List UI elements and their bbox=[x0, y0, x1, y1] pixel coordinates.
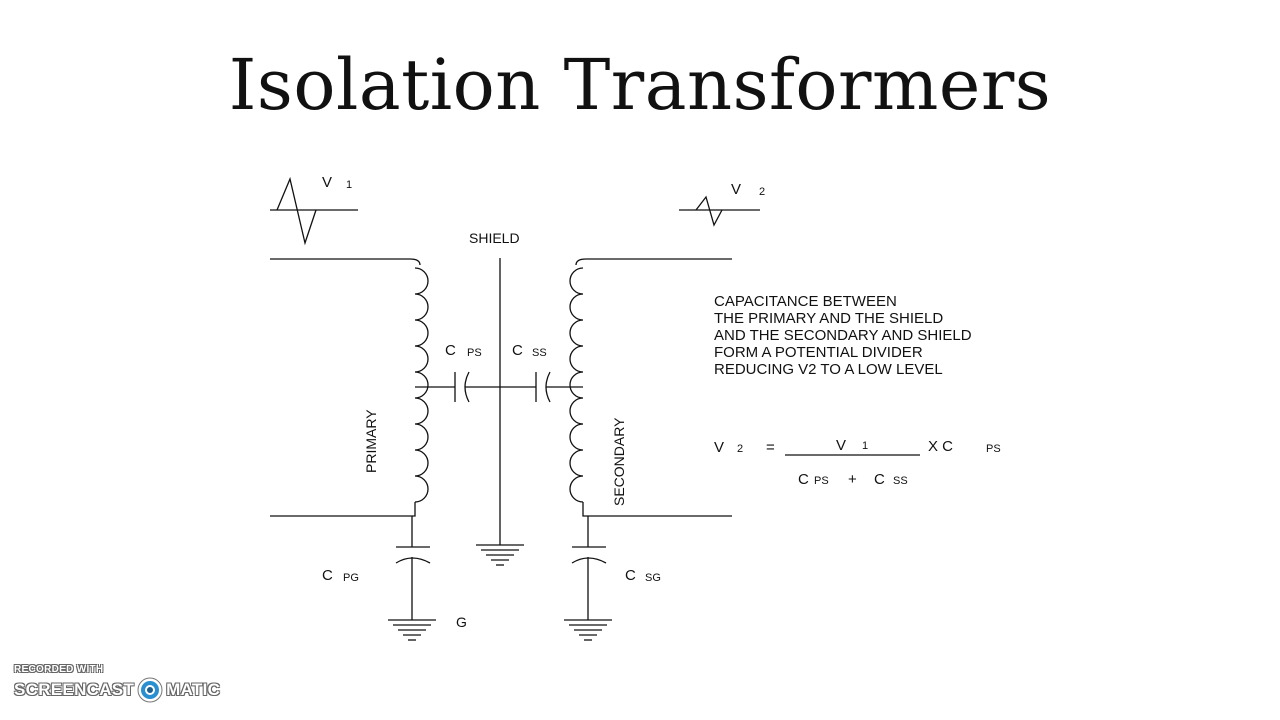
v1-waveform bbox=[276, 176, 317, 246]
cpg-capacitor bbox=[395, 516, 431, 620]
screencast-logo-icon bbox=[137, 677, 163, 703]
watermark-recorded-with: RECORDED WITH bbox=[14, 664, 104, 675]
cps-subscript: PS bbox=[467, 347, 482, 359]
note-line: FORM A POTENTIAL DIVIDER bbox=[714, 344, 923, 361]
primary-winding bbox=[270, 258, 429, 517]
screencast-watermark: RECORDED WITH SCREENCAST MATIC bbox=[14, 664, 220, 703]
shield-label: SHIELD bbox=[469, 230, 520, 246]
v2-waveform bbox=[695, 195, 723, 227]
ground-label: G bbox=[456, 614, 467, 630]
cpg-label: C bbox=[322, 567, 333, 584]
formula-den-c2-subscript: SS bbox=[893, 475, 908, 487]
css-capacitor bbox=[500, 371, 583, 403]
formula-equals: = bbox=[766, 439, 775, 456]
css-label: C bbox=[512, 342, 523, 359]
formula-den-c2: C bbox=[874, 471, 885, 488]
cps-label: C bbox=[445, 342, 456, 359]
v1-label: V bbox=[322, 174, 332, 191]
primary-ground-symbol bbox=[388, 619, 436, 641]
v1-subscript: 1 bbox=[346, 179, 352, 191]
formula-times-subscript: PS bbox=[986, 443, 1001, 455]
note-line: THE PRIMARY AND THE SHIELD bbox=[714, 310, 944, 327]
csg-subscript: SG bbox=[645, 572, 661, 584]
css-subscript: SS bbox=[532, 347, 547, 359]
note-line: REDUCING V2 TO A LOW LEVEL bbox=[714, 361, 943, 378]
explanation-note: CAPACITANCE BETWEEN THE PRIMARY AND THE … bbox=[714, 293, 1054, 378]
formula-numerator: V bbox=[836, 437, 846, 454]
secondary-label: SECONDARY bbox=[611, 417, 627, 506]
v2-label: V bbox=[731, 181, 741, 198]
note-line: AND THE SECONDARY AND SHIELD bbox=[714, 327, 972, 344]
note-line: CAPACITANCE BETWEEN bbox=[714, 293, 897, 310]
primary-label: PRIMARY bbox=[363, 409, 379, 473]
csg-label: C bbox=[625, 567, 636, 584]
formula-den-c1: C bbox=[798, 471, 809, 488]
formula-plus: + bbox=[848, 471, 857, 488]
cps-capacitor bbox=[415, 371, 500, 403]
watermark-right-text: MATIC bbox=[166, 680, 221, 699]
secondary-winding bbox=[569, 258, 732, 517]
slide-title: Isolation Transformers bbox=[228, 44, 1052, 126]
shield-ground-symbol bbox=[476, 544, 524, 566]
secondary-ground-symbol bbox=[564, 619, 612, 641]
csg-capacitor bbox=[571, 516, 607, 620]
formula-den-c1-subscript: PS bbox=[814, 475, 829, 487]
watermark-left-text: SCREENCAST bbox=[14, 680, 135, 699]
formula-lhs: V bbox=[714, 439, 724, 456]
formula-numerator-subscript: 1 bbox=[862, 440, 868, 452]
formula-times: X C bbox=[928, 438, 953, 455]
cpg-subscript: PG bbox=[343, 572, 359, 584]
formula-lhs-subscript: 2 bbox=[737, 443, 743, 455]
v2-subscript: 2 bbox=[759, 186, 765, 198]
